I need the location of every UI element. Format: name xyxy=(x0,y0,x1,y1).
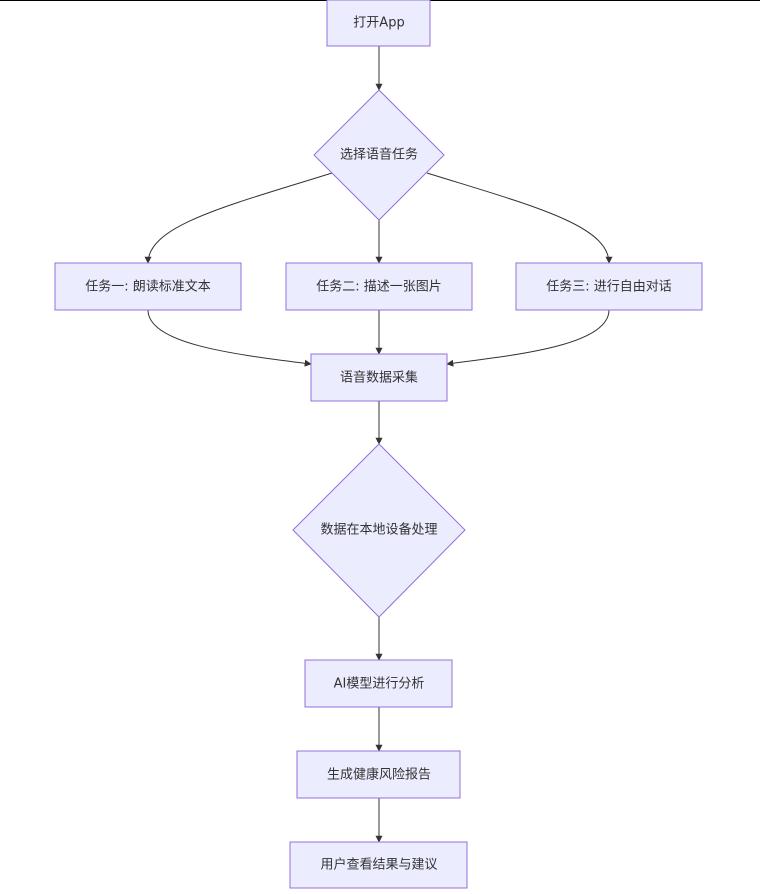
node-task2-label: 任务二: 描述一张图片 xyxy=(316,279,442,295)
node-local-process[interactable]: 数据在本地设备处理 xyxy=(292,443,466,618)
node-collect[interactable]: 语音数据采集 xyxy=(310,353,448,402)
node-ai-analysis[interactable]: AI模型进行分析 xyxy=(304,659,453,708)
node-task1-label: 任务一: 朗读标准文本 xyxy=(85,279,211,295)
node-choose-task[interactable]: 选择语音任务 xyxy=(313,89,445,221)
node-report[interactable]: 生成健康风险报告 xyxy=(296,750,461,799)
edge-choose-to-task3 xyxy=(426,172,613,264)
edge-task1-to-collect xyxy=(147,309,312,367)
node-task3-label: 任务三: 进行自由对话 xyxy=(546,279,672,295)
node-choose-task-label: 选择语音任务 xyxy=(340,147,418,163)
node-open-app-label: 打开App xyxy=(353,16,404,31)
node-collect-label: 语音数据采集 xyxy=(340,370,418,386)
node-task2[interactable]: 任务二: 描述一张图片 xyxy=(285,262,473,311)
node-ai-analysis-label: AI模型进行分析 xyxy=(334,677,425,692)
node-open-app[interactable]: 打开App xyxy=(326,0,431,47)
node-task3[interactable]: 任务三: 进行自由对话 xyxy=(515,262,703,311)
edge-choose-to-task1 xyxy=(144,172,333,264)
node-view-result[interactable]: 用户查看结果与建议 xyxy=(289,841,468,889)
node-task1[interactable]: 任务一: 朗读标准文本 xyxy=(54,262,242,311)
node-report-label: 生成健康风险报告 xyxy=(327,767,431,783)
node-local-process-label: 数据在本地设备处理 xyxy=(320,522,437,538)
node-view-result-label: 用户查看结果与建议 xyxy=(320,857,437,873)
edge-task3-to-collect xyxy=(446,309,610,367)
